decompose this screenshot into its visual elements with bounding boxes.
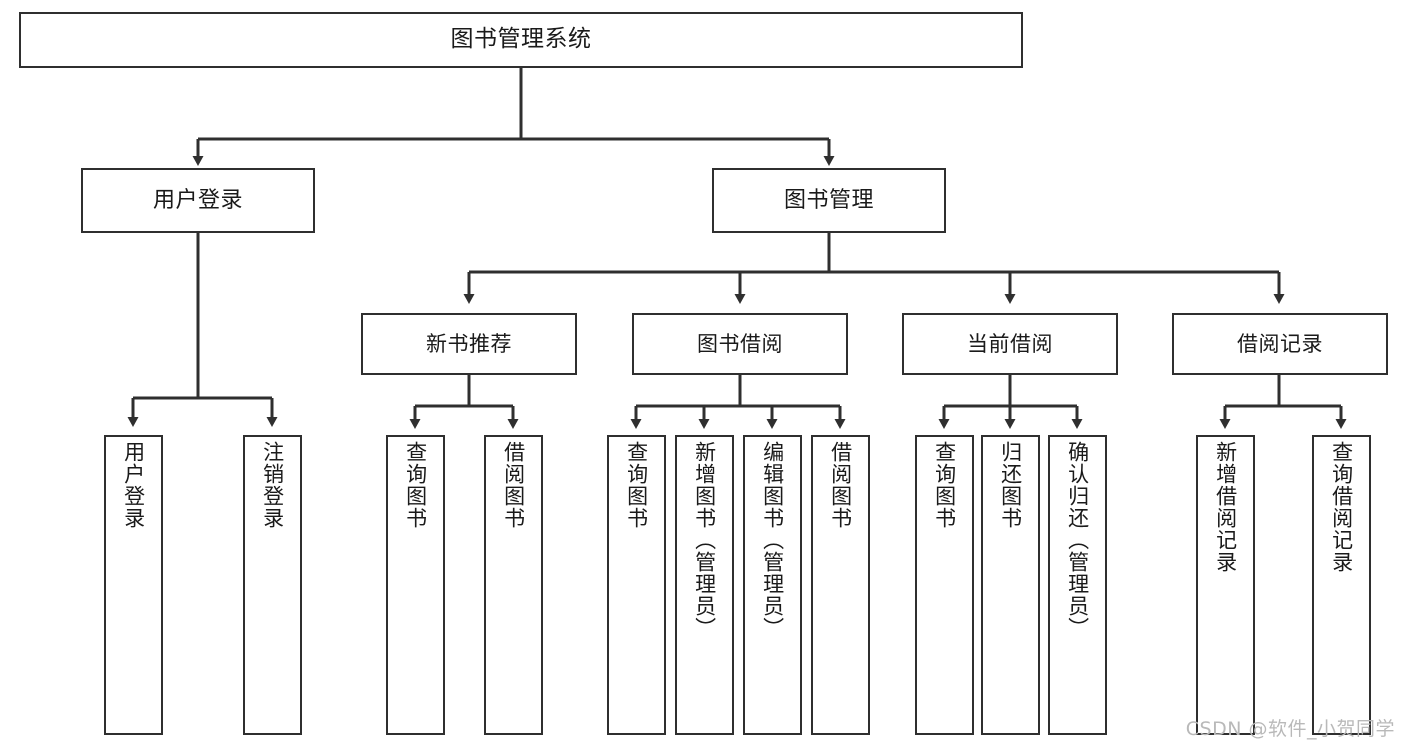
node-label: 编辑图书（管理员） [760, 441, 785, 639]
leaf-current-borrow-confirm-return-admin[interactable]: 确认归还（管理员） [1048, 435, 1107, 735]
node-label: 借阅图书 [501, 441, 526, 529]
node-label: 查询图书 [403, 441, 428, 529]
leaf-book-borrow-query-book[interactable]: 查询图书 [607, 435, 666, 735]
node-label: 注销登录 [260, 441, 285, 529]
leaf-user-login-login[interactable]: 用户登录 [104, 435, 163, 735]
leaf-borrow-record-add-record[interactable]: 新增借阅记录 [1196, 435, 1255, 735]
node-current-borrow[interactable]: 当前借阅 [902, 313, 1118, 375]
leaf-new-book-query-book[interactable]: 查询图书 [386, 435, 445, 735]
leaf-book-borrow-borrow-book[interactable]: 借阅图书 [811, 435, 870, 735]
node-label: 当前借阅 [967, 331, 1053, 356]
node-label: 查询借阅记录 [1329, 441, 1354, 573]
node-label: 查询图书 [624, 441, 649, 529]
node-label: 用户登录 [152, 187, 243, 213]
node-label: 归还图书 [998, 441, 1023, 529]
watermark-text: CSDN @软件_小贺同学 [1185, 718, 1395, 740]
leaf-book-borrow-add-book-admin[interactable]: 新增图书（管理员） [675, 435, 734, 735]
leaf-new-book-borrow-book[interactable]: 借阅图书 [484, 435, 543, 735]
node-label: 借阅记录 [1237, 331, 1323, 356]
node-new-book-recommend[interactable]: 新书推荐 [361, 313, 577, 375]
leaf-borrow-record-query-record[interactable]: 查询借阅记录 [1312, 435, 1371, 735]
node-label: 图书管理 [783, 187, 874, 213]
node-label: 借阅图书 [828, 441, 853, 529]
node-label: 用户登录 [121, 441, 146, 529]
node-borrow-record[interactable]: 借阅记录 [1172, 313, 1388, 375]
node-label: 图书管理系统 [450, 26, 592, 53]
leaf-book-borrow-edit-book-admin[interactable]: 编辑图书（管理员） [743, 435, 802, 735]
node-book-management[interactable]: 图书管理 [712, 168, 946, 233]
leaf-user-login-logout[interactable]: 注销登录 [243, 435, 302, 735]
leaf-current-borrow-query-book[interactable]: 查询图书 [915, 435, 974, 735]
node-label: 新书推荐 [426, 331, 512, 356]
node-label: 图书借阅 [697, 331, 783, 356]
node-label: 新增借阅记录 [1213, 441, 1238, 573]
node-book-borrow[interactable]: 图书借阅 [632, 313, 848, 375]
node-root-book-management-system[interactable]: 图书管理系统 [19, 12, 1023, 68]
leaf-current-borrow-return-book[interactable]: 归还图书 [981, 435, 1040, 735]
node-user-login[interactable]: 用户登录 [81, 168, 315, 233]
node-label: 新增图书（管理员） [692, 441, 717, 639]
node-label: 确认归还（管理员） [1065, 441, 1090, 639]
node-label: 查询图书 [932, 441, 957, 529]
